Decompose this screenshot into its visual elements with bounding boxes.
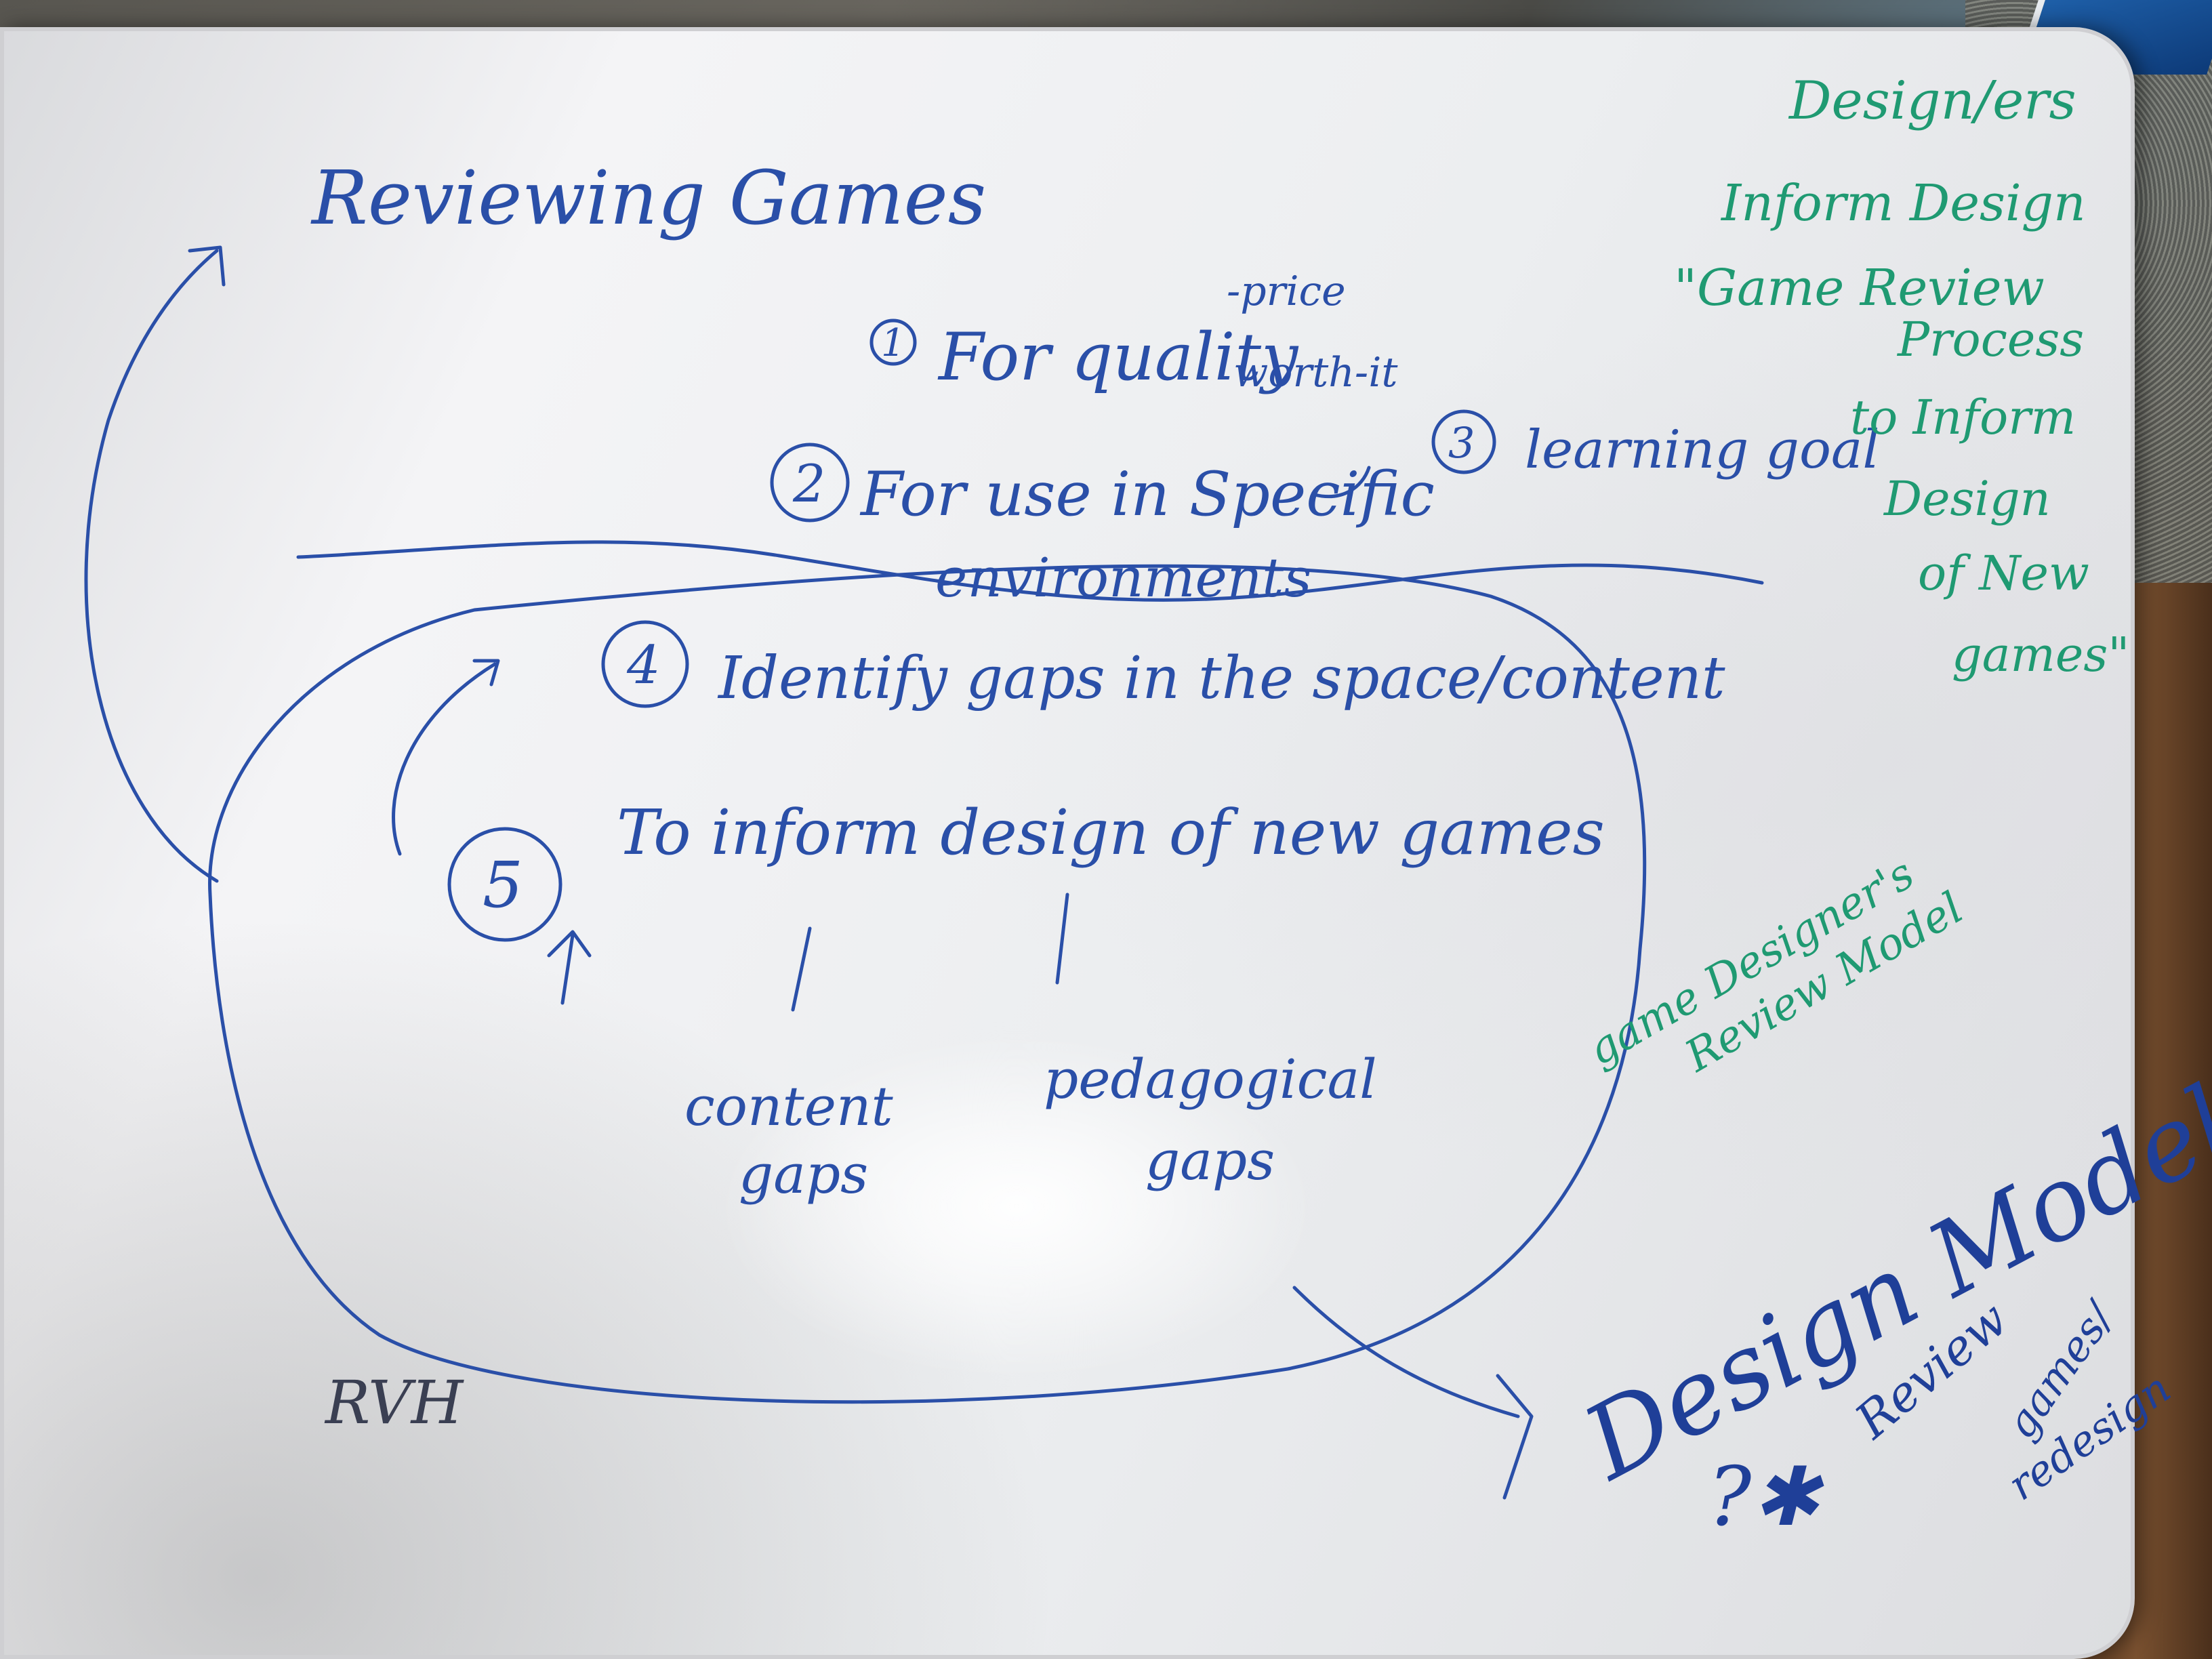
item3-number: 3 bbox=[1448, 418, 1475, 468]
right-note-6: Design bbox=[1883, 471, 2051, 527]
branch-line-left bbox=[791, 926, 812, 1012]
up-arrow bbox=[547, 930, 592, 1005]
branch-left-line2: gaps bbox=[739, 1143, 868, 1206]
branch-right-line1: pedagogical bbox=[1044, 1048, 1377, 1111]
circle-3 bbox=[1431, 409, 1496, 474]
item5-text: To inform design of new games bbox=[617, 796, 1605, 869]
item1-number: 1 bbox=[881, 321, 905, 365]
branch-right-line2: gaps bbox=[1145, 1129, 1275, 1192]
item4-number: 4 bbox=[626, 635, 661, 696]
circle-5 bbox=[447, 827, 562, 942]
right-notes: Design/ers Inform Design "Game Review Pr… bbox=[1674, 70, 2129, 682]
right-note-8: games" bbox=[1952, 627, 2129, 682]
item2-text2: environments bbox=[935, 546, 1312, 609]
item4-text: Identify gaps in the space/content bbox=[717, 644, 1725, 712]
right-note-3: "Game Review bbox=[1674, 259, 2045, 317]
loop-arrow-left bbox=[392, 662, 497, 856]
title-arrow bbox=[84, 249, 219, 883]
item1-side-bottom: worth-it bbox=[1233, 349, 1398, 396]
item5-number: 5 bbox=[483, 848, 523, 922]
item1-text: For quality bbox=[937, 319, 1299, 395]
circle-4 bbox=[601, 620, 689, 708]
whiteboard bbox=[0, 27, 2135, 1659]
item1-side-top: -price bbox=[1227, 268, 1346, 315]
design-model-arrow bbox=[1292, 1286, 1520, 1418]
loop-arrowhead-left bbox=[472, 659, 500, 687]
board-title: Reviewing Games bbox=[310, 155, 986, 241]
item3-text: learning goal bbox=[1525, 419, 1879, 480]
item2-text: For use in Specific bbox=[859, 459, 1435, 530]
divider-wave bbox=[296, 540, 1764, 602]
enclosing-loop bbox=[208, 564, 1647, 1404]
right-note-7: of New bbox=[1918, 546, 2089, 601]
right-note-2: Inform Design bbox=[1720, 174, 2086, 232]
title-arrowhead bbox=[188, 245, 226, 287]
signature: RVH bbox=[324, 1368, 465, 1437]
connector-curve bbox=[1313, 466, 1371, 499]
item2-number: 2 bbox=[792, 453, 825, 514]
circle-2 bbox=[770, 443, 850, 523]
light-glare bbox=[712, 1030, 1322, 1382]
right-note-4: Process bbox=[1896, 312, 2084, 367]
design-model-marks: ?✱ bbox=[1708, 1450, 1824, 1544]
right-note-5: to Inform bbox=[1850, 390, 2076, 445]
circle-1 bbox=[869, 319, 917, 366]
branch-line-right bbox=[1055, 893, 1069, 985]
branch-left-line1: content bbox=[684, 1075, 894, 1138]
right-note-1: Design/ers bbox=[1788, 70, 2076, 131]
design-model-arrowhead bbox=[1496, 1374, 1534, 1500]
